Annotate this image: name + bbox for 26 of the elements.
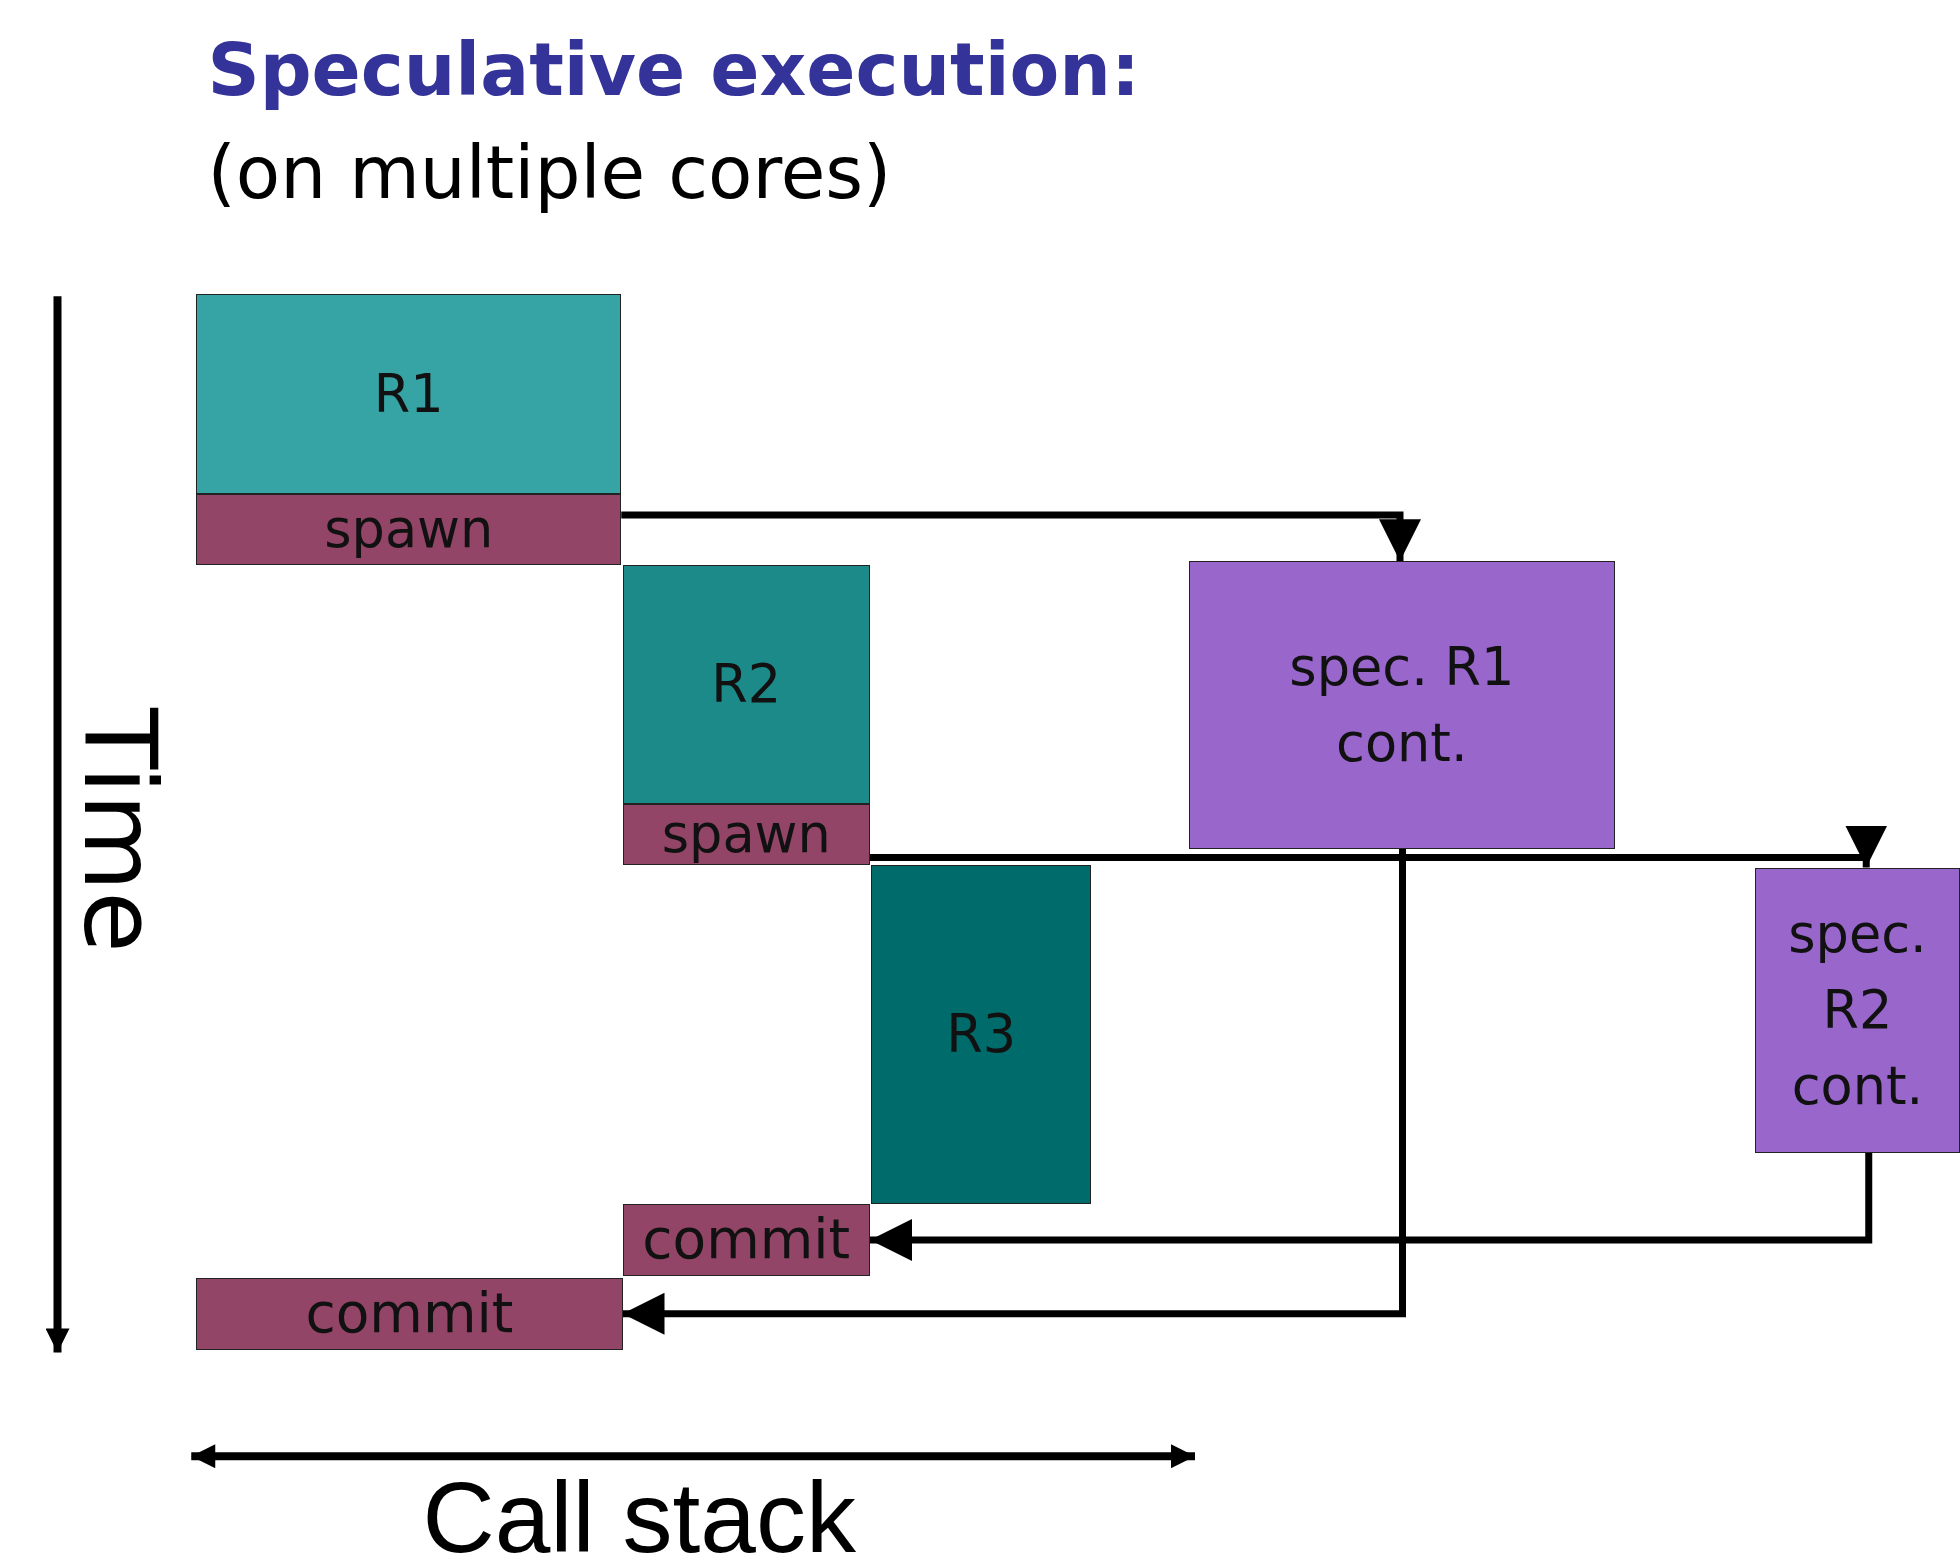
process-block xyxy=(196,293,622,494)
block-label: R1 xyxy=(373,361,444,426)
arrow xyxy=(621,511,1421,562)
commit-block xyxy=(196,1277,623,1350)
block-label: commit xyxy=(642,1206,851,1274)
block-label: spawn xyxy=(661,802,831,867)
arrow xyxy=(870,1152,1873,1261)
axis-label: Call stack xyxy=(422,1460,856,1567)
subtitle: (on multiple cores) xyxy=(207,131,892,216)
process-block xyxy=(622,565,870,804)
process-block xyxy=(871,865,1092,1204)
block-label: spawn xyxy=(324,497,494,562)
title: Speculative execution: xyxy=(207,27,1140,112)
speculative-block xyxy=(1188,561,1615,849)
commit-block xyxy=(622,1203,870,1277)
block-label: spec. R2 cont. xyxy=(1787,901,1928,1119)
spawn-block xyxy=(622,803,870,865)
block-label: R2 xyxy=(711,652,782,717)
speculative-block xyxy=(1755,867,1960,1153)
block-label: commit xyxy=(305,1279,514,1347)
spawn-block xyxy=(196,493,622,565)
axis-label: Time xyxy=(60,707,178,953)
block-label: spec. R1 cont. xyxy=(1288,634,1516,775)
arrow xyxy=(622,848,1406,1335)
block-label: R3 xyxy=(946,1002,1017,1067)
arrow xyxy=(870,825,1888,868)
